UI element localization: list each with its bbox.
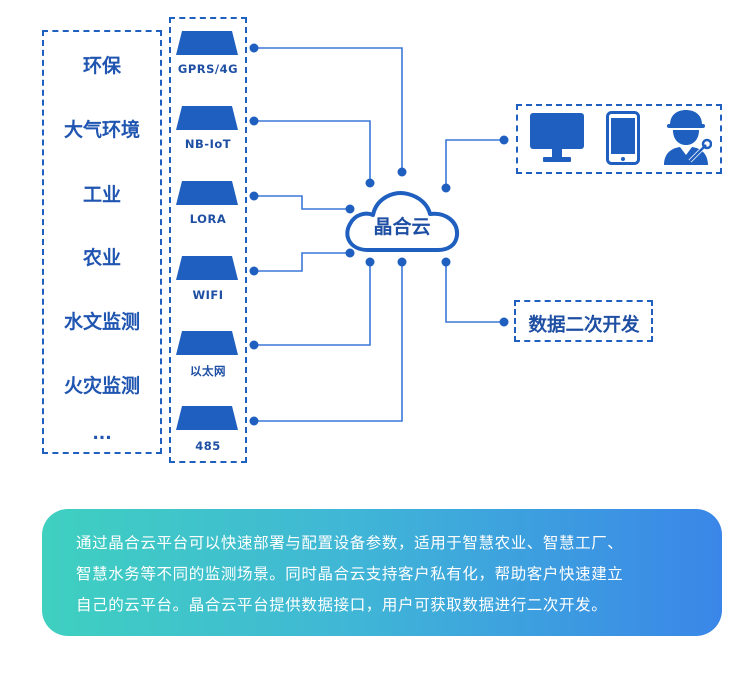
industry-item: 工业 — [82, 184, 121, 206]
industry-item: 大气环境 — [63, 119, 140, 141]
phone-icon — [606, 111, 640, 165]
engineer-icon — [664, 110, 712, 165]
terminals-box — [516, 104, 722, 174]
module-wifi-label: WIFI — [192, 288, 224, 302]
module-gprs-label: GPRS/4G — [177, 62, 239, 76]
module-nbiot-label: NB-IoT — [184, 137, 232, 151]
module-nbiot-icon — [176, 106, 238, 130]
module-wifi-icon — [176, 256, 238, 280]
secondary-dev-label: 数据二次开发 — [528, 315, 640, 336]
industry-list-box — [42, 30, 162, 454]
secondary-dev-box — [514, 300, 653, 342]
description-line: 智慧水务等不同的监测场景。同时晶合云支持客户私有化，帮助客户快速建立 — [76, 565, 624, 583]
industry-item: 环保 — [82, 55, 121, 77]
industry-item: 水文监测 — [63, 311, 140, 333]
description-banner: 通过晶合云平台可以快速部署与配置设备参数，适用于智慧农业、智慧工厂、 智慧水务等… — [42, 509, 722, 636]
module-list-box — [169, 17, 247, 463]
module-485-label: 485 — [195, 439, 221, 453]
industry-item: 火灾监测 — [63, 375, 140, 397]
industry-item: 农业 — [82, 247, 121, 269]
module-lora-label: LORA — [189, 212, 227, 226]
module-gprs-icon — [176, 31, 238, 55]
monitor-icon — [530, 113, 584, 162]
cloud-label: 晶合云 — [373, 216, 431, 238]
description-line: 通过晶合云平台可以快速部署与配置设备参数，适用于智慧农业、智慧工厂、 — [76, 534, 624, 552]
module-485-icon — [176, 406, 238, 430]
cloud-icon — [345, 191, 460, 252]
description-line: 自己的云平台。晶合云平台提供数据接口，用户可获取数据进行二次开发。 — [76, 596, 608, 614]
module-ethernet-label: 以太网 — [190, 364, 226, 378]
industry-ellipsis: ... — [92, 424, 112, 444]
module-ethernet-icon — [176, 331, 238, 355]
module-lora-icon — [176, 181, 238, 205]
